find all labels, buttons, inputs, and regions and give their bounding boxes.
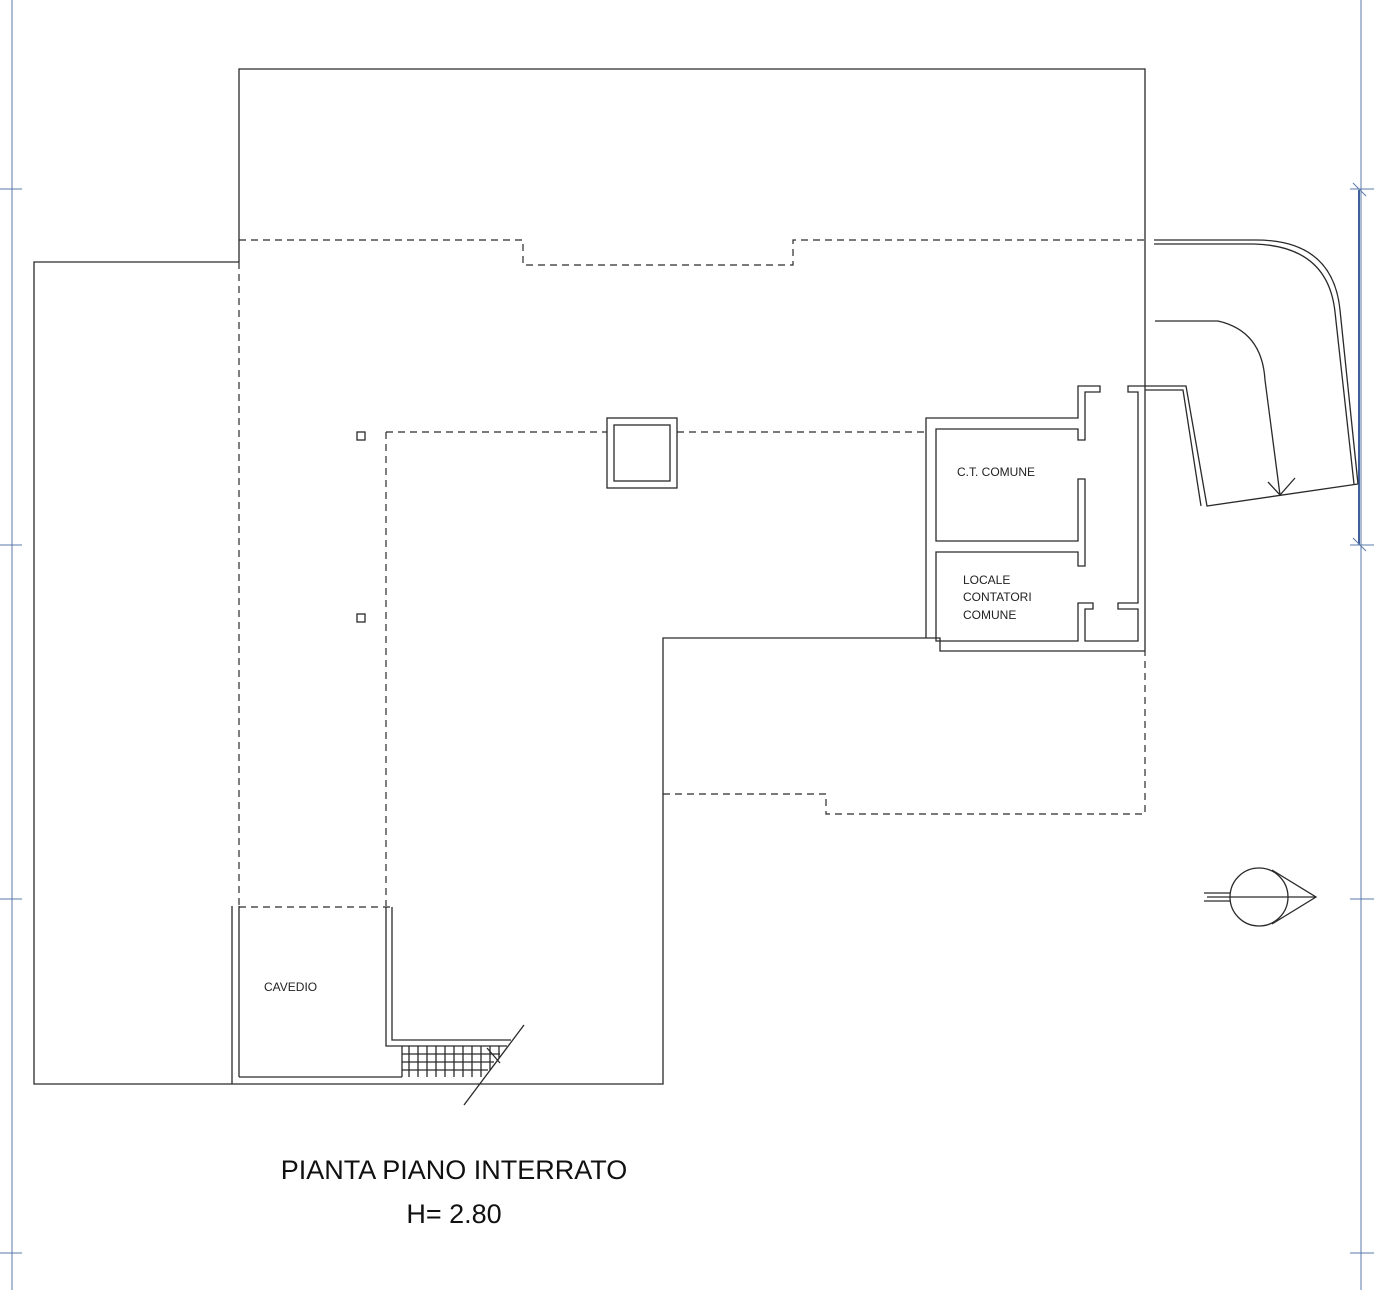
column-markers [356, 431, 366, 623]
room-label-contatori-3: COMUNE [963, 608, 1016, 622]
room-label-cavedio: CAVEDIO [264, 980, 317, 994]
hidden-lines [238, 239, 1146, 908]
drawing-height-label: H= 2.80 [406, 1199, 501, 1229]
technical-rooms [925, 385, 1145, 652]
north-arrow-icon [1204, 867, 1318, 927]
shaft [606, 417, 678, 489]
room-label-contatori-2: CONTATORI [963, 590, 1032, 604]
room-label-contatori-1: LOCALE [963, 573, 1010, 587]
cavedio-walls [238, 906, 511, 1078]
drawing-title: PIANTA PIANO INTERRATO [281, 1155, 628, 1185]
access-ramp [1145, 239, 1359, 507]
building-outline [33, 68, 1146, 1085]
stair [401, 1024, 525, 1106]
room-label-ct-comune: C.T. COMUNE [957, 465, 1035, 479]
